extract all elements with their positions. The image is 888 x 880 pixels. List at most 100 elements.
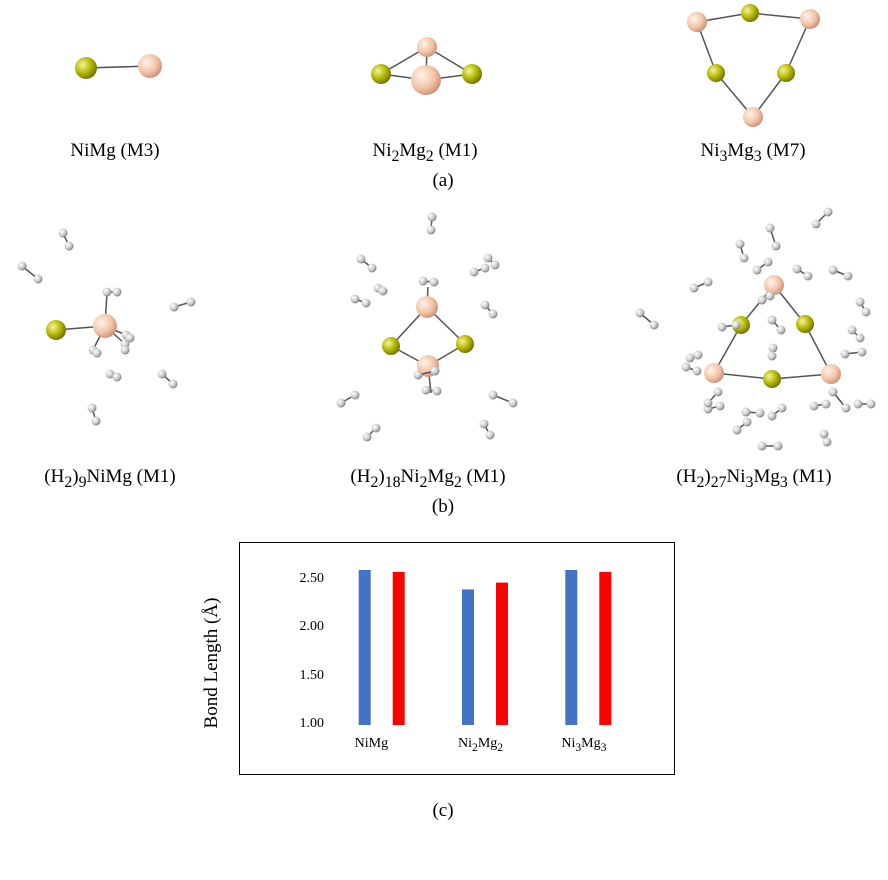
h-atom (469, 267, 479, 277)
y-tick-label: 2.00 (299, 619, 325, 635)
h-atom (429, 277, 439, 287)
ni-atom (821, 364, 841, 384)
h-atom (102, 287, 112, 297)
h-atom (755, 408, 765, 418)
caption-h2-9-nimg: (H2)9NiMg (M1) (44, 466, 176, 491)
h-atom (731, 320, 741, 330)
h-atom (767, 411, 777, 421)
ni2mg2-m1-structure (371, 37, 482, 95)
h-atom (855, 297, 865, 307)
ni-atom (800, 9, 820, 29)
ni-atom (411, 65, 441, 95)
h-atom (649, 320, 659, 330)
h-atom (792, 264, 802, 274)
h-atom (361, 298, 371, 308)
mg-atom (763, 370, 781, 388)
mg-atom (741, 4, 759, 22)
panel-label-a: (a) (432, 170, 454, 191)
h-atom (776, 325, 786, 335)
h-atom (350, 390, 360, 400)
h-atom (689, 283, 699, 293)
h2-molecules-a (17, 228, 196, 426)
h-atom (356, 254, 366, 264)
h-atom (811, 219, 821, 229)
mg-atom (46, 320, 66, 340)
mg-atom (462, 64, 482, 84)
h-atom (703, 277, 713, 287)
ni-atom (93, 314, 117, 338)
caption-ni3mg3-m7: Ni3Mg3 (M7) (700, 140, 806, 165)
h-atom (685, 353, 695, 363)
caption-ni2mg2-m1: Ni2Mg2 (M1) (372, 140, 478, 165)
h-atom (105, 369, 115, 379)
h-atom (828, 387, 838, 397)
h-atom (350, 294, 360, 304)
h-atom (87, 403, 97, 413)
h-atom (421, 385, 431, 395)
chart-frame (239, 542, 675, 775)
h-atom (485, 430, 495, 440)
h-atom (430, 366, 440, 376)
h2-9-nimg-m1-structure (46, 291, 127, 351)
h-atom (840, 349, 850, 359)
bar-series-1-nimg (358, 570, 371, 725)
mg-atom (456, 335, 474, 353)
h-atom (125, 333, 135, 343)
h2-molecules-c (635, 207, 876, 451)
h-atom (771, 241, 781, 251)
h-atom (92, 348, 102, 358)
ni-atom (417, 37, 437, 57)
bar-series-2-nimg (392, 571, 405, 725)
h-atom (488, 309, 498, 319)
bar-series-2-ni2mg2 (496, 582, 508, 725)
h-atom (741, 407, 751, 417)
h-atom (765, 291, 775, 301)
h-atom (757, 441, 767, 451)
h-atom (855, 333, 865, 343)
h-atom (169, 302, 179, 312)
ni-atom (764, 275, 784, 295)
h-atom (823, 207, 833, 217)
h-atom (713, 387, 723, 397)
h-atom (821, 399, 831, 409)
h-atom (112, 287, 122, 297)
mg-atom (707, 64, 725, 82)
h-atom (33, 274, 43, 284)
h2-18-ni2mg2-m1-structure (382, 286, 474, 394)
h-atom (479, 419, 489, 429)
x-category-label: Ni2Mg2 (458, 736, 504, 754)
ni-atom (687, 12, 707, 32)
nimg-m3-structure (75, 54, 162, 79)
h-atom (157, 369, 167, 379)
h-atom (120, 345, 130, 355)
h-atom (432, 386, 442, 396)
x-category-label: Ni3Mg3 (561, 736, 607, 754)
mg-atom (75, 57, 97, 79)
h-atom (58, 228, 68, 238)
y-tick-label: 1.50 (299, 667, 325, 683)
h-atom (757, 295, 767, 305)
h-atom (427, 212, 437, 222)
h-atom (765, 223, 775, 233)
h-atom (843, 271, 853, 281)
h-atom (819, 429, 829, 439)
caption-nimg-m3: NiMg (M3) (70, 140, 160, 161)
h-atom (635, 308, 645, 318)
mg-atom (371, 64, 391, 84)
h-atom (336, 398, 346, 408)
ni-atom (743, 107, 763, 127)
ni-atom (138, 54, 162, 78)
h-atom (777, 403, 787, 413)
h-atom (717, 322, 727, 332)
h-atom (692, 366, 702, 376)
h2-molecules-b (336, 212, 518, 442)
h-atom (367, 263, 377, 273)
h-atom (681, 362, 691, 372)
h-atom (64, 241, 74, 251)
h-atom (490, 260, 500, 270)
h-atom (508, 398, 518, 408)
h-atom (112, 372, 122, 382)
h-atom (480, 300, 490, 310)
h-atom (752, 265, 762, 275)
